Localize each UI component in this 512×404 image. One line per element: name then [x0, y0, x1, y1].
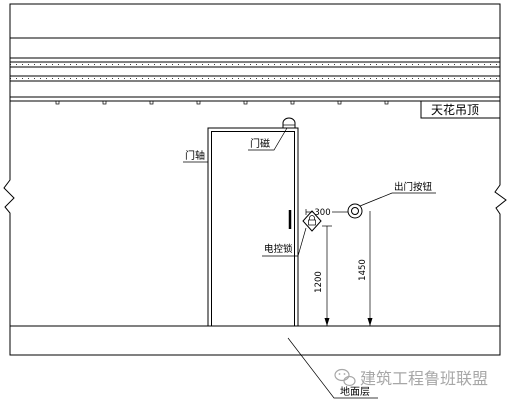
ceiling-label-box — [420, 101, 500, 119]
door-hinge-label: 门轴 — [185, 149, 205, 162]
floor-label: 地面层 — [340, 385, 370, 398]
dimension-300: 300 — [305, 208, 348, 218]
watermark-text: 建筑工程鲁班联盟 — [360, 369, 488, 388]
watermark: 建筑工程鲁班联盟 — [334, 368, 488, 388]
exit-button — [347, 203, 363, 219]
ceiling-label: 天花吊顶 — [431, 102, 479, 117]
electric-lock-leader — [262, 227, 307, 257]
suspended-ceiling — [10, 96, 500, 105]
dimension-300-text: 300 — [314, 208, 330, 218]
top-slab — [9, 3, 501, 39]
electric-lock-symbol — [302, 210, 322, 232]
dimension-1200-text: 1200 — [314, 271, 324, 293]
left-wall-break — [3, 4, 15, 355]
electric-lock-label: 电控锁 — [264, 243, 293, 255]
door-magnet — [282, 117, 296, 129]
wechat-icon — [334, 368, 356, 387]
floor-slab — [9, 325, 501, 356]
dimension-1450: 1450 — [358, 211, 373, 326]
door-magnet-leader — [248, 127, 288, 151]
exit-button-label: 出门按钮 — [394, 181, 433, 193]
floor-leader — [287, 337, 378, 399]
exit-button-leader — [359, 192, 436, 207]
right-wall-break — [494, 4, 507, 355]
ceiling-structure-lines — [10, 57, 500, 82]
dimension-1200: 1200 — [314, 225, 332, 326]
dimension-1450-text: 1450 — [358, 259, 368, 281]
door — [207, 127, 299, 326]
door-magnet-label: 门磁 — [250, 137, 270, 150]
